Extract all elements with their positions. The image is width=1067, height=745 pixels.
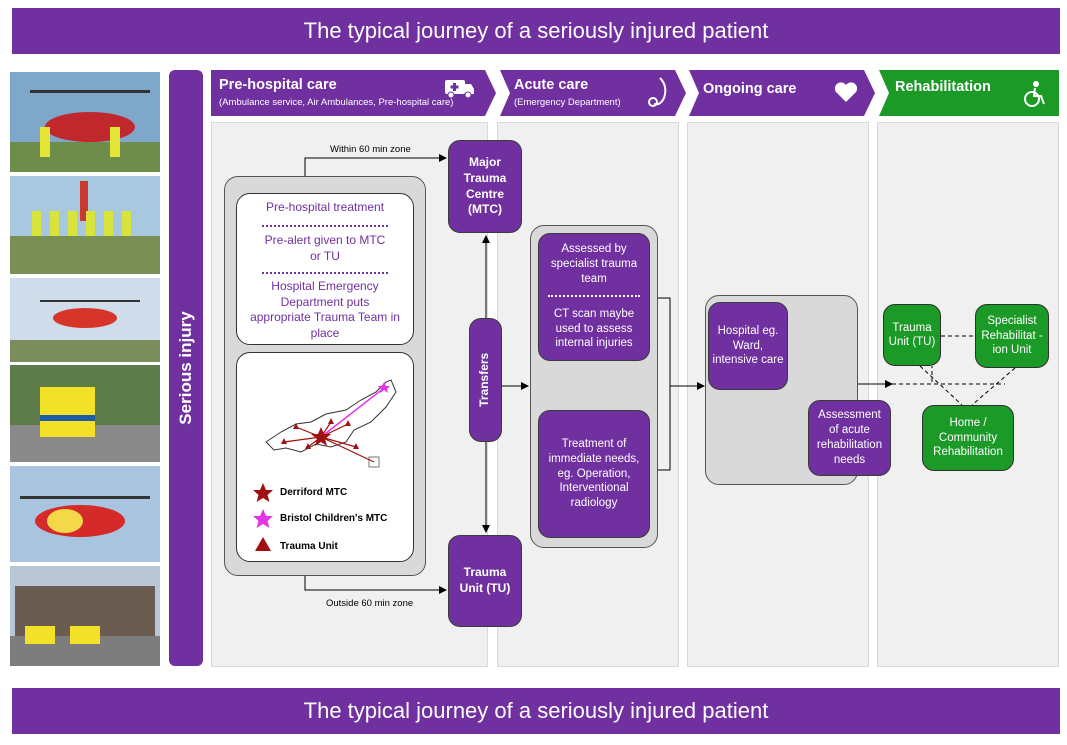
tu-box: Trauma Unit (TU) <box>448 535 522 627</box>
assessment-box: Assessment of acute rehabilitation needs <box>808 400 891 476</box>
title-banner-bottom: The typical journey of a seriously injur… <box>12 688 1060 734</box>
treatment-text: Treatment of immediate needs, eg. Operat… <box>548 437 640 510</box>
stage-title-prehospital: Pre-hospital care <box>219 77 337 93</box>
legend-derriford: Derriford MTC <box>280 487 348 498</box>
stage-title-rehabilitation: Rehabilitation <box>895 79 991 95</box>
outside-60-min-label: Outside 60 min zone <box>326 598 414 609</box>
wheelchair-icon <box>1024 81 1045 107</box>
bristol-star-icon <box>253 509 273 528</box>
photo-helicopter-crew <box>10 72 160 172</box>
stage-header-rehabilitation: Rehabilitation <box>879 70 1059 116</box>
stage-header-acute: Acute care (Emergency Department) <box>500 70 686 116</box>
ct-scan-box: CT scan maybe used to assess internal in… <box>538 298 650 360</box>
specialist-rehab-unit-box: Specialist Rehabilitat -ion Unit <box>975 304 1049 368</box>
hospital-ward-text: Hospital eg. Ward, intensive care <box>712 324 784 367</box>
treatment-box: Treatment of immediate needs, eg. Operat… <box>538 410 650 538</box>
assessed-box: Assessed by specialist trauma team <box>538 233 650 361</box>
mtc-box: Major Trauma Centre (MTC) <box>448 140 522 233</box>
hospital-ward-box: Hospital eg. Ward, intensive care <box>708 302 788 390</box>
specialist-rehab-unit-text: Specialist Rehabilitat -ion Unit <box>981 315 1043 357</box>
separator <box>262 272 388 274</box>
hospital-ed-text: Hospital Emergency Department puts appro… <box>250 279 400 340</box>
home-community-rehab-text: Home / Community Rehabilitation <box>933 417 1003 459</box>
photo-rescue-helicopter <box>10 278 160 362</box>
rehab-trauma-unit-text: Trauma Unit (TU) <box>888 321 936 348</box>
transfers-label: Transfers <box>477 352 492 408</box>
ambulance-icon <box>445 80 474 99</box>
stage-subtitle-acute: (Emergency Department) <box>514 97 621 108</box>
stage-subtitle-prehospital: (Ambulance service, Air Ambulances, Pre-… <box>219 97 454 108</box>
stethoscope-icon <box>648 77 667 107</box>
rehab-trauma-unit-box: Trauma Unit (TU) <box>883 304 941 366</box>
stage-header-ongoing: Ongoing care <box>689 70 875 116</box>
title-top: The typical journey of a seriously injur… <box>303 18 769 43</box>
photo-cycle-responders <box>10 176 160 274</box>
home-community-rehab-box: Home / Community Rehabilitation <box>922 405 1014 471</box>
regional-map <box>265 379 397 468</box>
column-rehabilitation <box>877 122 1059 667</box>
photo-ambulance <box>10 365 160 462</box>
stage-title-ongoing: Ongoing care <box>703 81 797 97</box>
prehospital-treatment: Pre-hospital treatment <box>265 200 385 214</box>
within-60-min-label: Within 60 min zone <box>330 144 411 155</box>
separator <box>548 295 640 297</box>
trauma-unit-triangle-icon <box>255 537 271 551</box>
assessment-text: Assessment of acute rehabilitation needs <box>816 409 883 466</box>
transfers-box: Transfers <box>469 318 502 442</box>
tu-label: Trauma Unit (TU) <box>459 565 511 595</box>
serious-injury-bar: Serious injury <box>169 70 203 666</box>
derriford-star-icon <box>253 483 273 502</box>
photo-hospital <box>10 566 160 666</box>
stage-title-acute: Acute care <box>514 77 589 93</box>
legend-bristol: Bristol Children's MTC <box>280 513 388 524</box>
legend-trauma-unit: Trauma Unit <box>280 541 338 552</box>
ct-scan-text: CT scan maybe used to assess internal in… <box>553 307 635 350</box>
title-banner-top: The typical journey of a seriously injur… <box>12 8 1060 54</box>
prehospital-steps-box <box>236 193 414 345</box>
serious-injury-label: Serious injury <box>176 311 195 425</box>
stage-header-prehospital: Pre-hospital care (Ambulance service, Ai… <box>211 70 496 116</box>
separator <box>262 225 388 227</box>
heart-icon <box>834 82 858 102</box>
prealert-text: Pre-alert given to MTC or TU <box>264 233 386 263</box>
mtc-label: Major Trauma Centre (MTC) <box>463 155 507 217</box>
title-bottom: The typical journey of a seriously injur… <box>303 698 769 723</box>
assessed-text: Assessed by specialist trauma team <box>550 243 638 285</box>
photo-air-ambulance <box>10 466 160 562</box>
